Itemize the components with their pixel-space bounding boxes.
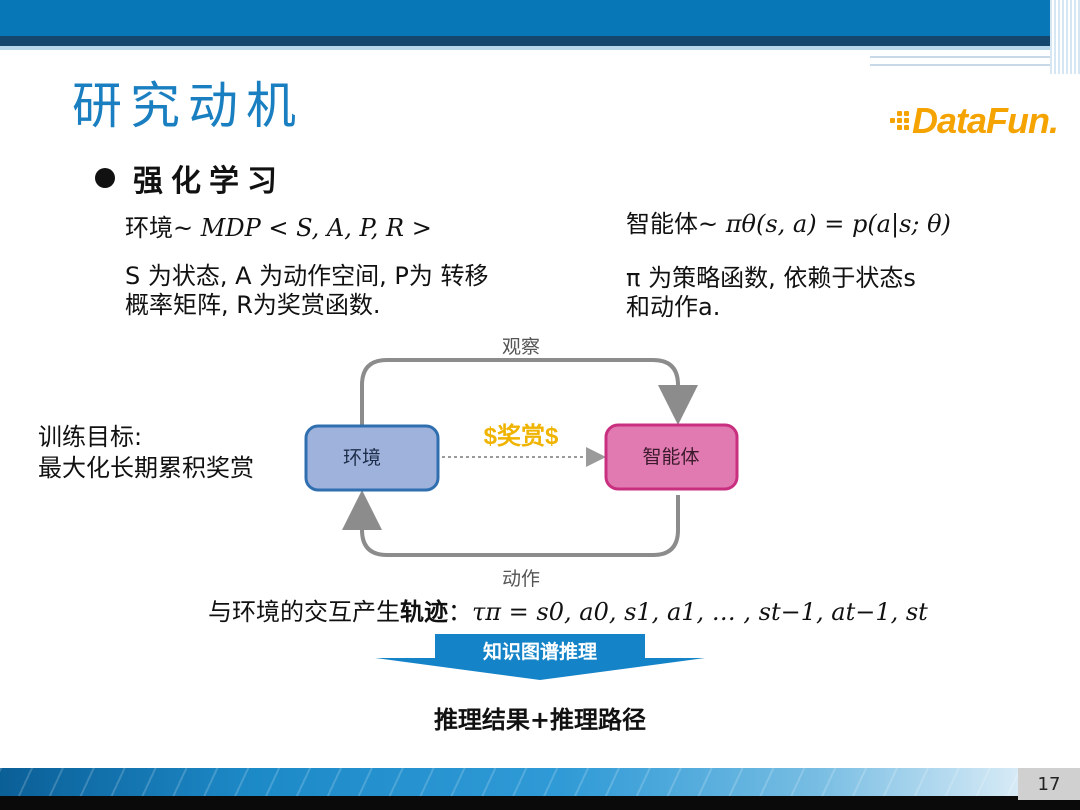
reasoning-result: 推理结果+推理路径 (433, 706, 647, 734)
env-desc-line1: S 为状态, A 为动作空间, P为 转移 (125, 262, 489, 290)
rl-loop-diagram: 环境 智能体 观察 $奖赏$ 动作 (304, 336, 739, 590)
agent-desc-line1: π 为策略函数, 依赖于状态s (626, 264, 916, 292)
logo-dots-icon (890, 110, 912, 130)
reward-label: $奖赏$ (484, 422, 559, 450)
observe-label: 观察 (502, 336, 540, 358)
down-arrow-icon (375, 634, 705, 680)
env-math: MDP < S, A, P, R > (200, 214, 432, 242)
slide-title: 研究动机 (72, 77, 304, 135)
training-goal-line2: 最大化长期累积奖赏 (38, 454, 254, 482)
datafun-logo: DataFun. (890, 100, 1070, 141)
footer-band (0, 768, 1020, 796)
trajectory-math: τπ = s0, a0, s1, a1, … , st−1, at−1, st (472, 598, 928, 626)
trajectory-prefix: 与环境的交互产生 (208, 598, 400, 626)
trajectory-colon: ： (448, 598, 472, 626)
env-definition: 环境~ MDP < S, A, P, R > (125, 214, 432, 243)
env-desc-line2: 概率矩阵, R为奖赏函数. (125, 291, 381, 319)
agent-prefix: 智能体~ (626, 210, 726, 238)
bullet-label: 强化学习 (133, 164, 285, 199)
agent-definition: 智能体~ πθ(s, a) = p(a|s; θ) (626, 210, 951, 239)
footer-pattern (0, 768, 1020, 796)
env-box (304, 424, 440, 492)
agent-math: πθ(s, a) = p(a|s; θ) (725, 210, 951, 238)
bullet-heading: 强化学习 (95, 156, 285, 200)
header-deco-lines (870, 56, 1050, 72)
training-goal-line1: 训练目标: (38, 423, 143, 451)
page-number: 17 (1018, 768, 1080, 800)
env-box-label: 环境 (343, 447, 381, 469)
agent-box-label: 智能体 (642, 446, 699, 468)
footer-black-strip (0, 796, 1080, 810)
observe-arrow (360, 358, 698, 427)
trajectory-line: 与环境的交互产生轨迹：τπ = s0, a0, s1, a1, … , st−1… (208, 592, 928, 627)
action-label: 动作 (502, 568, 540, 590)
action-arrow (342, 490, 680, 557)
bullet-dot-icon (95, 168, 115, 188)
header-stripes (1050, 0, 1080, 74)
agent-desc-line2: 和动作a. (626, 293, 721, 321)
footer-bar (0, 768, 1080, 810)
kg-reasoning-arrow: 知识图谱推理 (375, 634, 705, 682)
top-header-bar (0, 0, 1080, 74)
trajectory-bold: 轨迹 (400, 598, 448, 626)
env-prefix: 环境~ (125, 214, 201, 242)
training-goal: 训练目标: 最大化长期累积奖赏 (38, 422, 254, 484)
kg-reasoning-label: 知识图谱推理 (482, 641, 597, 663)
logo-text: DataFun. (912, 100, 1059, 141)
header-band-dark (0, 36, 1080, 46)
header-band (0, 0, 1080, 36)
header-band-light (0, 46, 1080, 50)
agent-box (604, 423, 739, 491)
